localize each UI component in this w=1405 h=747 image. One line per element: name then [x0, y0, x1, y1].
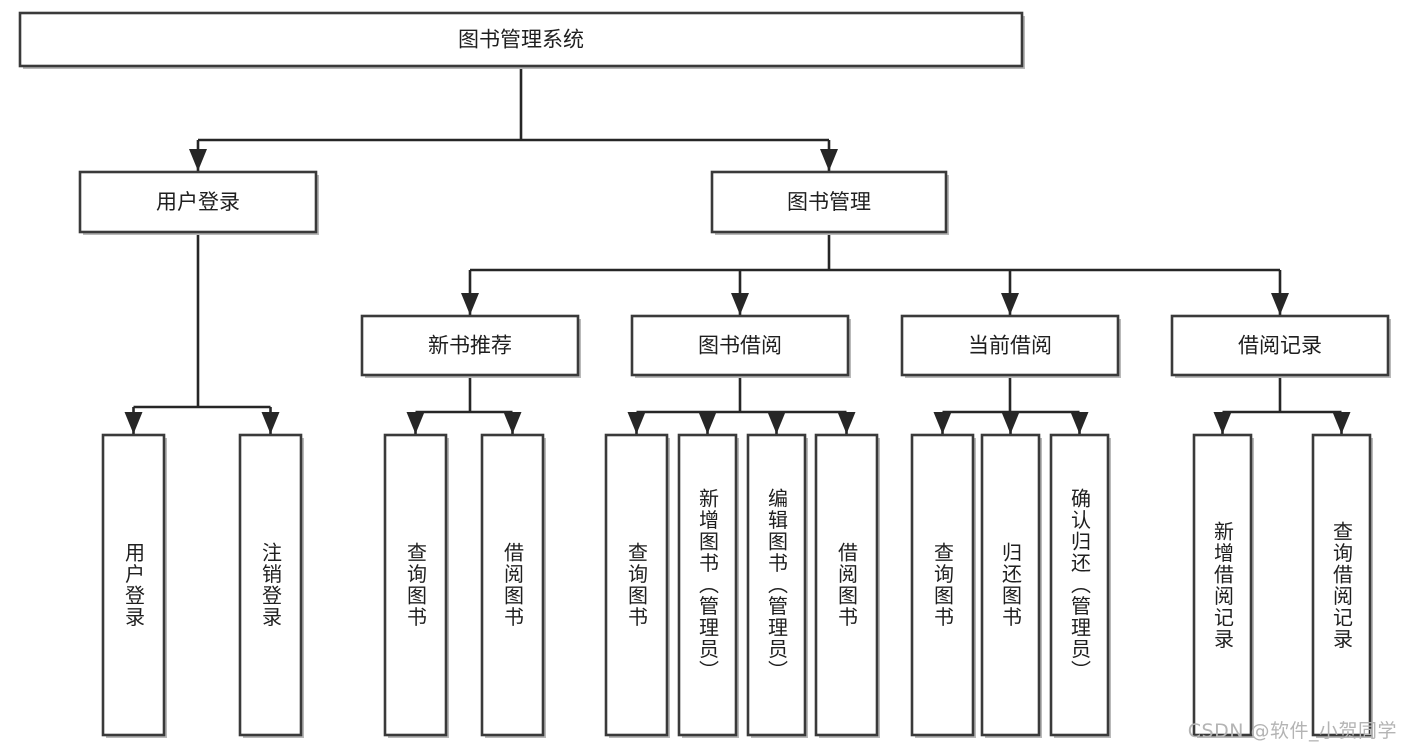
node-box-leaf-add-borrow-record[interactable]: [1192, 433, 1253, 737]
arrow-head-book-borrow: [731, 293, 749, 315]
node-label-current-borrow: 当前借阅: [968, 334, 1052, 358]
arrow-head-borrow-record: [1271, 293, 1289, 315]
node-label-borrow-record: 借阅记录: [1238, 334, 1322, 358]
node-label-user-login: 用户登录: [156, 190, 240, 214]
node-box-new-book-recommend[interactable]: [360, 314, 580, 377]
arrow-head-leaf-borrow-book-recommend: [503, 412, 522, 434]
node-box-leaf-query-book-current[interactable]: [910, 433, 975, 737]
node-box-user-login[interactable]: [78, 170, 318, 234]
arrow-head-leaf-user-logout: [261, 412, 280, 434]
node-box-borrow-record[interactable]: [1170, 314, 1390, 377]
arrow-head-leaf-query-book-recommend: [406, 412, 425, 434]
arrow-head-leaf-add-borrow-record: [1213, 412, 1232, 434]
node-box-leaf-edit-book-admin[interactable]: [746, 433, 807, 737]
arrow-head-leaf-return-book: [1001, 412, 1020, 434]
node-box-leaf-add-book-admin[interactable]: [677, 433, 738, 737]
node-box-leaf-confirm-return-admin[interactable]: [1049, 433, 1110, 737]
node-box-leaf-query-borrow-record[interactable]: [1311, 433, 1372, 737]
node-label-new-book-recommend: 新书推荐: [428, 334, 512, 358]
node-box-leaf-return-book[interactable]: [980, 433, 1041, 737]
arrow-head-user-login: [189, 149, 207, 171]
node-box-leaf-user-logout[interactable]: [238, 433, 303, 737]
node-box-leaf-borrow-book[interactable]: [814, 433, 879, 737]
arrow-head-leaf-edit-book-admin: [767, 412, 786, 434]
node-label-book-management: 图书管理: [787, 190, 871, 214]
node-box-leaf-query-book-recommend[interactable]: [383, 433, 448, 737]
arrow-head-leaf-borrow-book: [837, 412, 856, 434]
arrow-head-new-book-recommend: [461, 293, 479, 315]
arrow-head-current-borrow: [1001, 293, 1019, 315]
node-box-root[interactable]: [18, 11, 1024, 68]
connectors-layer: [124, 66, 1351, 434]
node-label-root: 图书管理系统: [458, 28, 584, 52]
arrow-head-book-management: [820, 149, 838, 171]
node-box-leaf-borrow-book-recommend[interactable]: [480, 433, 545, 737]
node-box-current-borrow[interactable]: [900, 314, 1120, 377]
arrow-head-leaf-add-book-admin: [698, 412, 717, 434]
watermark-text: CSDN @软件_小贺同学: [1187, 720, 1397, 742]
node-box-book-borrow[interactable]: [630, 314, 850, 377]
arrow-head-leaf-confirm-return-admin: [1070, 412, 1089, 434]
node-box-leaf-user-login[interactable]: [101, 433, 166, 737]
node-box-leaf-query-book[interactable]: [604, 433, 669, 737]
node-box-book-management[interactable]: [710, 170, 948, 234]
arrow-head-leaf-query-book-current: [933, 412, 952, 434]
node-label-book-borrow: 图书借阅: [698, 334, 782, 358]
arrow-head-leaf-query-borrow-record: [1332, 412, 1351, 434]
arrow-head-leaf-query-book: [627, 412, 646, 434]
boxes-layer: [18, 11, 1391, 738]
arrow-head-leaf-user-login: [124, 412, 143, 434]
